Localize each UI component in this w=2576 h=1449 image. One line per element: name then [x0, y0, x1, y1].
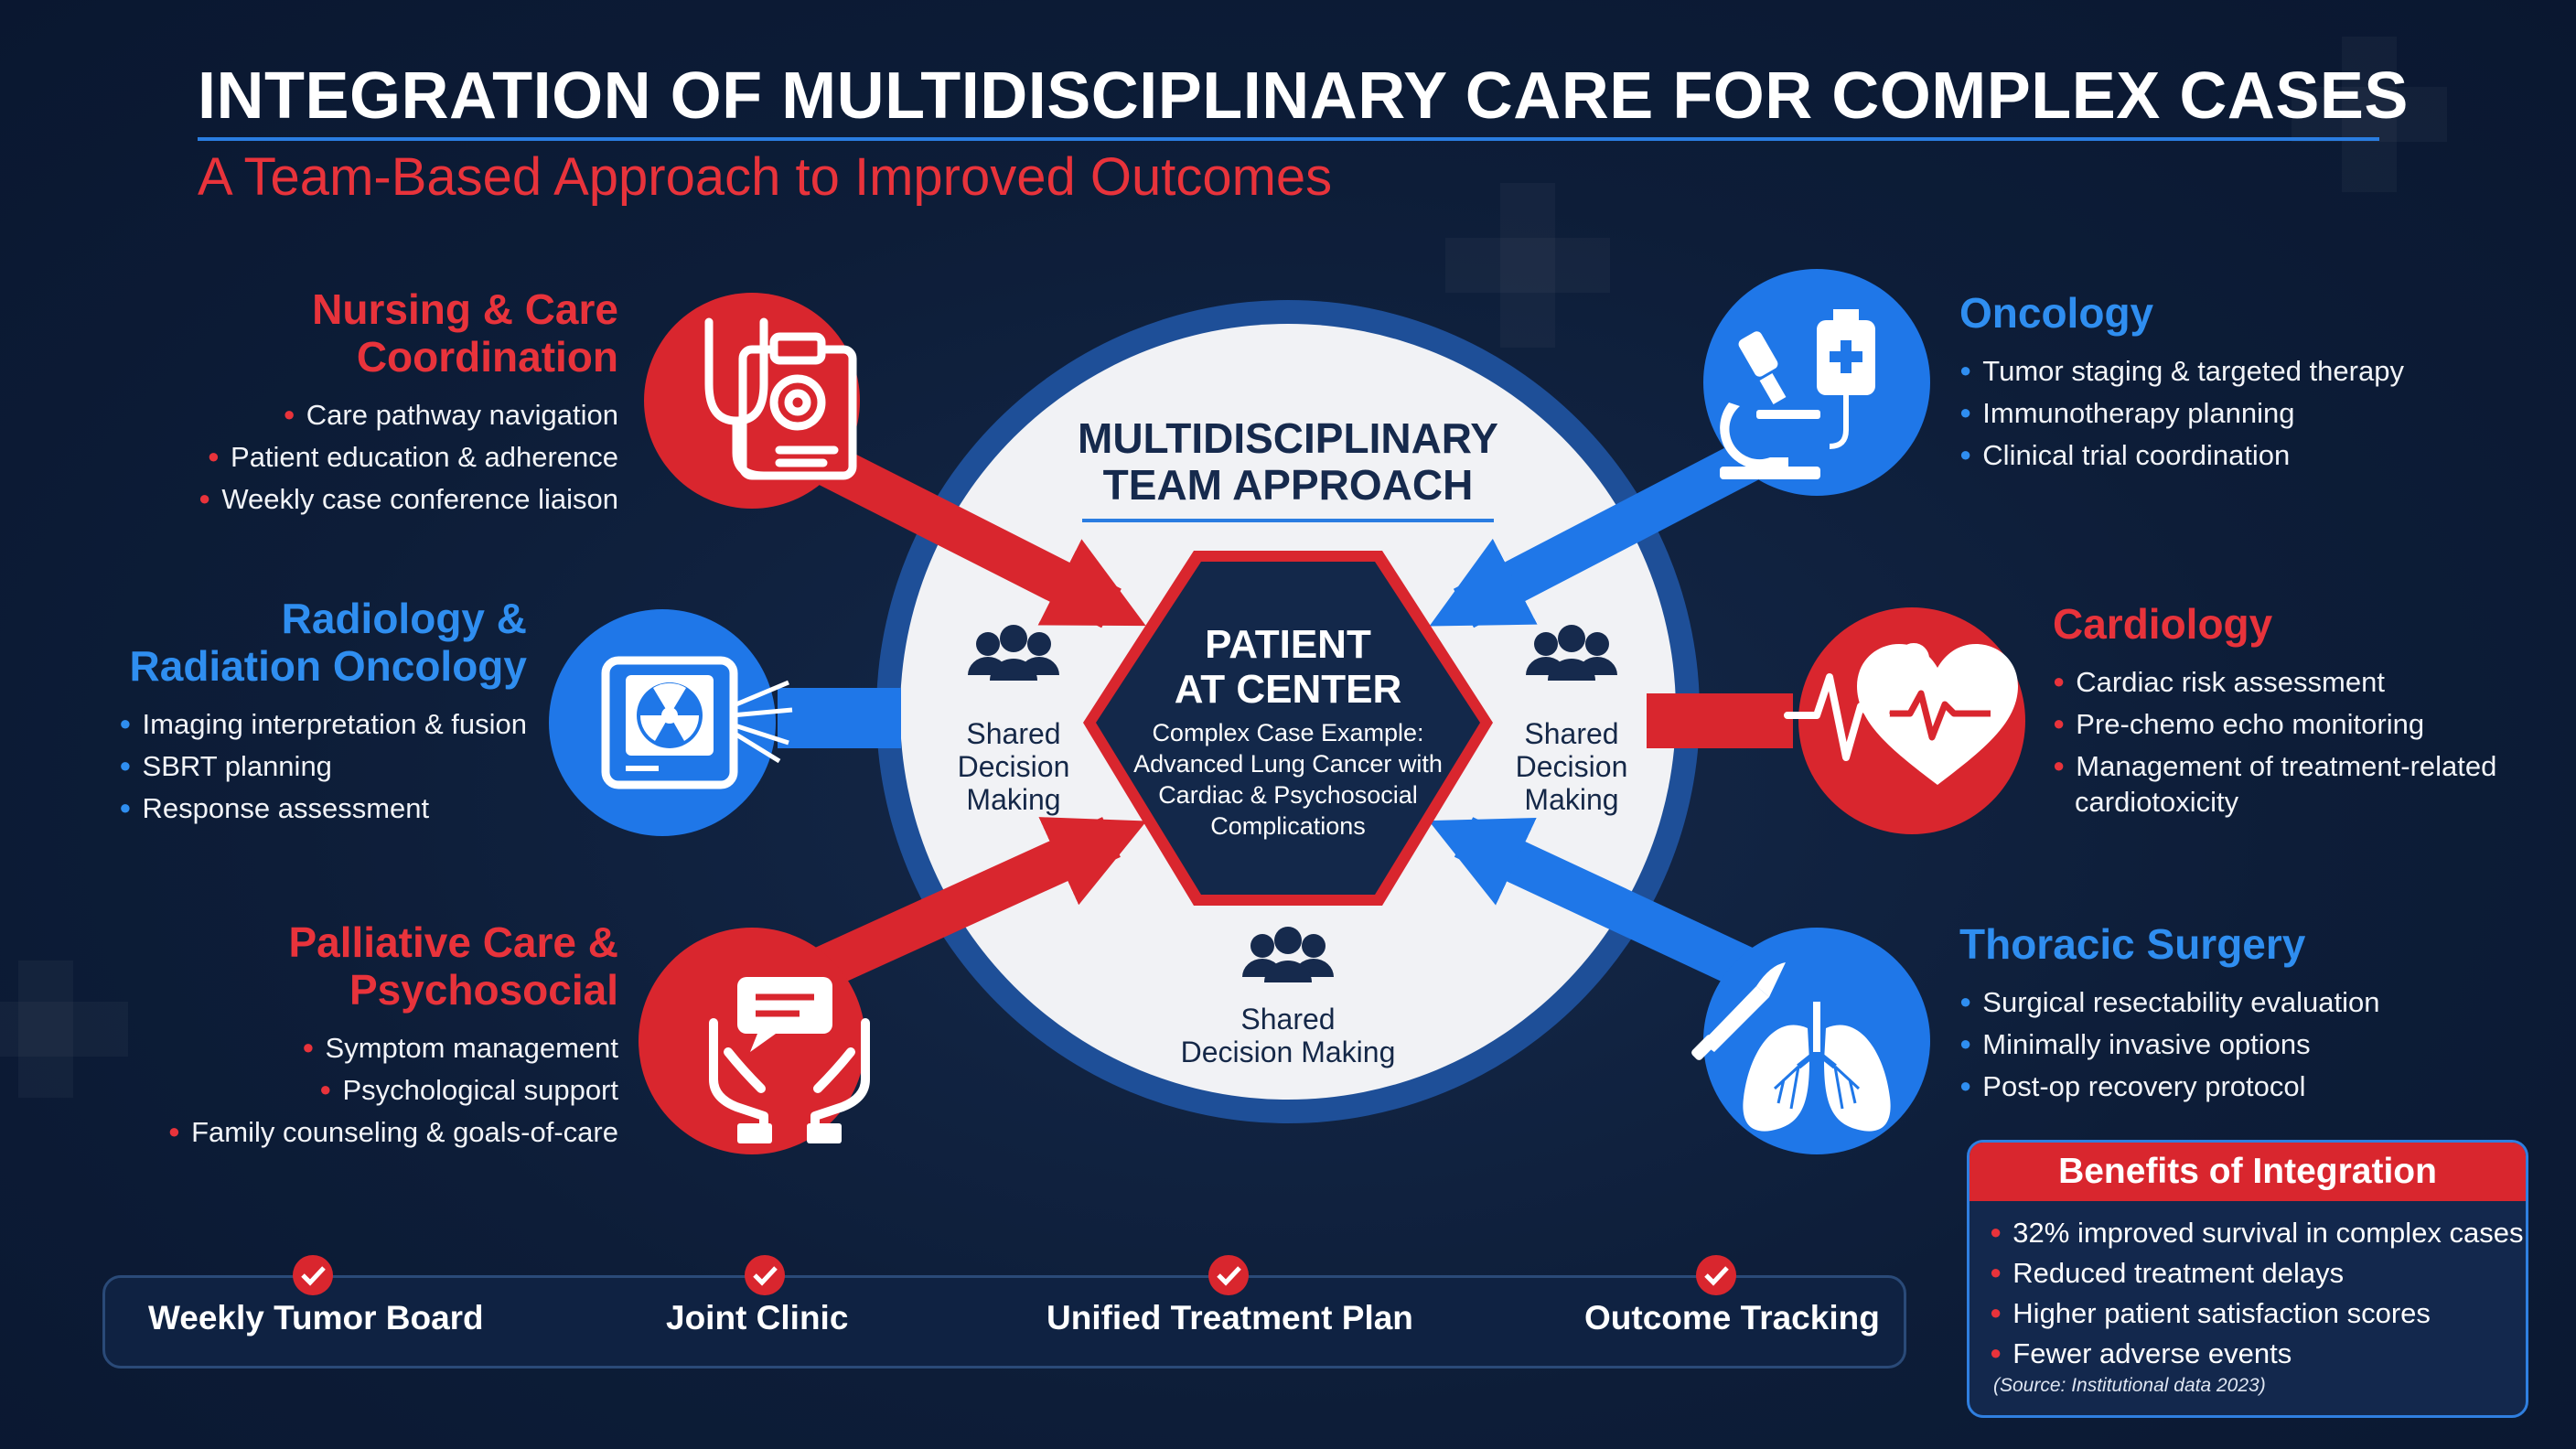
shared-decision-line: Decision [957, 750, 1070, 783]
list-item: ●SBRT planning [119, 750, 332, 782]
dept-thoracic: Thoracic Surgery ●Surgical resectability… [1959, 920, 2380, 1107]
dept-oncology: Oncology ●Tumor staging & targeted thera… [1959, 289, 2404, 476]
list-item: ●Symptom management [302, 1032, 618, 1064]
case-example-line: Complex Case Example: [1152, 719, 1424, 746]
dept-palliative: Palliative Care &Psychosocial ●Symptom m… [157, 918, 618, 1153]
shared-decision-left: Shared Decision Making [922, 717, 1105, 816]
page-title: INTEGRATION OF MULTIDISCIPLINARY CARE FO… [198, 59, 2409, 133]
people-icon [1526, 625, 1617, 681]
dept-cardiology-title: Cardiology [2053, 600, 2273, 648]
title-underline [198, 137, 2379, 141]
shared-decision-right: Shared Decision Making [1480, 717, 1663, 816]
shared-decision-line: Shared [966, 717, 1061, 750]
list-item: ●Care pathway navigation [283, 399, 618, 431]
dept-oncology-title: Oncology [1959, 289, 2154, 337]
team-heading: MULTIDISCIPLINARY TEAM APPROACH [1014, 415, 1562, 509]
radiation-scanner-icon [601, 656, 793, 789]
dept-palliative-title: Palliative Care &Psychosocial [288, 918, 618, 1014]
workflow-bar [102, 1275, 1906, 1368]
people-icon [968, 625, 1059, 681]
list-item: ●Pre-chemo echo monitoring [2053, 708, 2425, 740]
shared-decision-line: Shared [1524, 717, 1619, 750]
microscope-iv-bag-icon [1720, 309, 1875, 479]
heart-ecg-icon [1784, 643, 2018, 785]
workflow-step: Outcome Tracking [1584, 1299, 1880, 1336]
caring-hands-chat-icon [709, 977, 870, 1143]
list-item: ●Surgical resectability evaluation [1959, 986, 2380, 1018]
patient-label-line1: PATIENT [1205, 622, 1371, 667]
list-item: ●Psychological support [319, 1074, 618, 1106]
list-item: ●Minimally invasive options [1959, 1028, 2311, 1060]
check-circle-icon [1696, 1255, 1736, 1295]
workflow-step: Unified Treatment Plan [1046, 1299, 1413, 1336]
team-heading-line2: TEAM APPROACH [1102, 461, 1474, 509]
benefits-title: Benefits of Integration [1970, 1143, 2526, 1201]
list-item-continuation: cardiotoxicity [2075, 786, 2239, 818]
check-circle-icon [293, 1255, 333, 1295]
case-example-line: Advanced Lung Cancer with [1133, 750, 1443, 778]
case-example-line: Cardiac & Psychosocial [1158, 781, 1418, 809]
list-item: ●Patient education & adherence [207, 441, 618, 473]
list-item: ●Higher patient satisfaction scores [1990, 1297, 2431, 1329]
page-subtitle: A Team-Based Approach to Improved Outcom… [198, 147, 1333, 207]
team-heading-line1: MULTIDISCIPLINARY [1078, 414, 1498, 462]
list-item: ●Imaging interpretation & fusion [119, 708, 527, 740]
check-circle-icon [1208, 1255, 1249, 1295]
shared-decision-line: Making [966, 783, 1061, 816]
benefits-source: (Source: Institutional data 2023) [1993, 1375, 2266, 1396]
list-item: ●Management of treatment-related [2053, 750, 2497, 782]
shared-decision-line: Making [1524, 783, 1619, 816]
dept-radiology: Radiology &Radiation Oncology ●Imaging i… [119, 595, 527, 829]
patient-label: PATIENT AT CENTER [1105, 622, 1471, 712]
connector-cardiology [1647, 693, 1793, 748]
shared-decision-line: Shared [1240, 1003, 1336, 1036]
list-item: ●Family counseling & goals-of-care [167, 1116, 618, 1148]
list-item: ●Post-op recovery protocol [1959, 1070, 2306, 1102]
connector-radiology [778, 688, 901, 748]
case-example: Complex Case Example: Advanced Lung Canc… [1105, 717, 1471, 842]
check-circle-icon [745, 1255, 785, 1295]
lungs-scalpel-icon [1691, 962, 1891, 1132]
list-item: ●Fewer adverse events [1990, 1337, 2292, 1369]
list-item: ●Immunotherapy planning [1959, 397, 2295, 429]
benefits-panel: Benefits of Integration ●32% improved su… [1967, 1140, 2528, 1418]
shared-decision-line: Decision [1515, 750, 1628, 783]
dept-radiology-title: Radiology &Radiation Oncology [129, 595, 527, 690]
list-item: ●Tumor staging & targeted therapy [1959, 355, 2404, 387]
list-item: ●32% improved survival in complex cases [1990, 1217, 2524, 1249]
case-example-line: Complications [1210, 812, 1366, 840]
list-item: ●Reduced treatment delays [1990, 1257, 2345, 1289]
shared-decision-line: Decision Making [1180, 1036, 1396, 1068]
dept-cardiology: Cardiology ●Cardiac risk assessment ●Pre… [2053, 600, 2496, 818]
patient-hexagon [1096, 562, 1480, 895]
workflow-step: Weekly Tumor Board [148, 1299, 484, 1336]
dept-thoracic-title: Thoracic Surgery [1959, 920, 2306, 968]
list-item: ●Cardiac risk assessment [2053, 666, 2385, 698]
list-item: ●Weekly case conference liaison [199, 483, 618, 515]
workflow-step: Joint Clinic [666, 1299, 849, 1336]
patient-label-line2: AT CENTER [1174, 667, 1402, 712]
shared-decision-bottom: Shared Decision Making [1105, 1003, 1471, 1068]
list-item: ●Response assessment [119, 792, 430, 824]
stethoscope-clipboard-icon [704, 317, 857, 480]
list-item: ●Clinical trial coordination [1959, 439, 2291, 471]
people-icon [1242, 927, 1334, 982]
